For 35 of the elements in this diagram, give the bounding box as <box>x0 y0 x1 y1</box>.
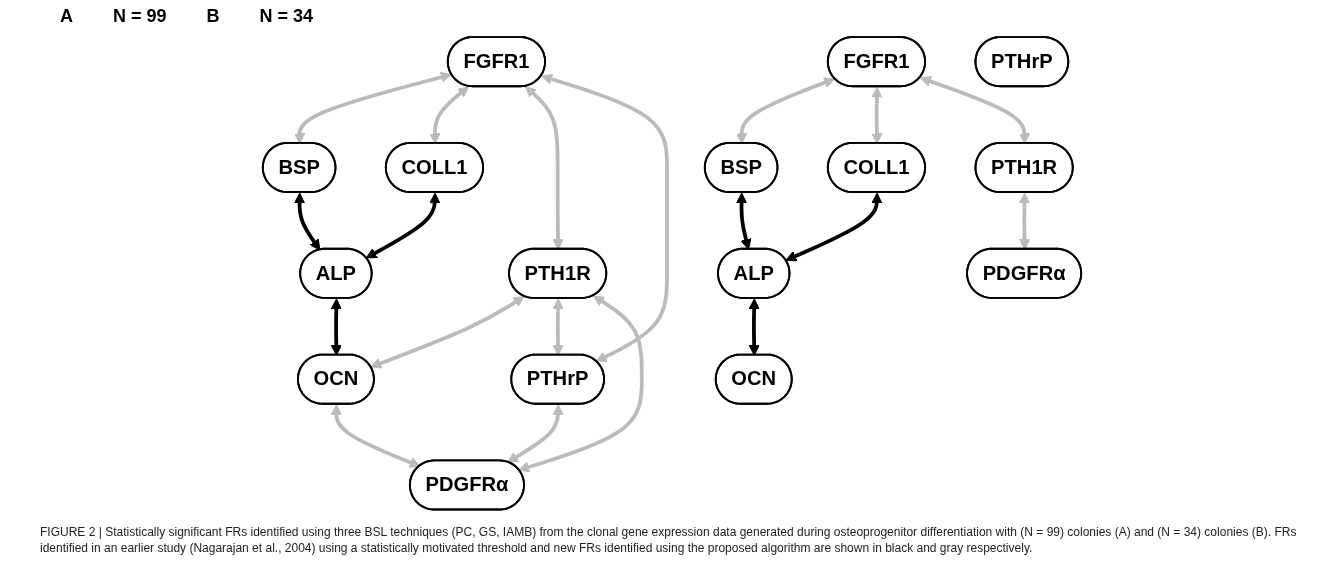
arrow <box>330 404 421 468</box>
panel-label: N = 34 <box>259 6 314 27</box>
gene-node: COLL1 <box>384 141 485 193</box>
arrow <box>785 192 883 262</box>
gene-node: COLL1 <box>826 141 927 193</box>
gene-node: PTHrP <box>974 36 1070 88</box>
gene-node: BSP <box>261 141 337 193</box>
gene-node: FGFR1 <box>446 36 546 88</box>
arrow <box>525 86 564 250</box>
gene-node: PDGFRα <box>408 459 525 511</box>
arrow <box>736 192 752 250</box>
figure-caption: FIGURE 2 | Statistically significant FRs identified using three BSL techniques (PC, GS, IAMB) from the clonal gene expression data generated during osteoprogenitor differentiation with (N = 99) colonies (A) and (N = 34) colonies (B). FRs identified in an earlier study (Nagarajan et al., 2004) using a statistically motivated threshold and new FRs identified using the proposed algorithm are shown in black and gray respectively. <box>40 523 1298 556</box>
arrow <box>552 298 564 356</box>
arrow <box>294 192 321 251</box>
arrow <box>541 73 669 362</box>
gene-node: PTH1R <box>974 141 1074 193</box>
gene-node: PDGFRα <box>966 247 1083 299</box>
arrow <box>1018 192 1031 250</box>
gene-node: PTH1R <box>508 247 608 299</box>
gene-node: FGFR1 <box>826 36 927 88</box>
gene-node: OCN <box>297 353 375 405</box>
arrow <box>518 295 644 473</box>
panel-label: A <box>60 6 73 27</box>
arrow <box>365 192 441 259</box>
arrow <box>507 404 564 463</box>
gene-node: ALP <box>717 247 791 299</box>
arrow <box>370 296 525 369</box>
arrow <box>330 298 342 356</box>
gene-node: OCN <box>714 353 793 405</box>
gene-node: BSP <box>703 141 779 193</box>
gene-node: ALP <box>299 247 373 299</box>
gene-node: PTHrP <box>510 353 605 405</box>
arrow <box>748 298 760 356</box>
panel-label: N = 99 <box>113 6 167 27</box>
panel-label: B <box>206 6 220 27</box>
